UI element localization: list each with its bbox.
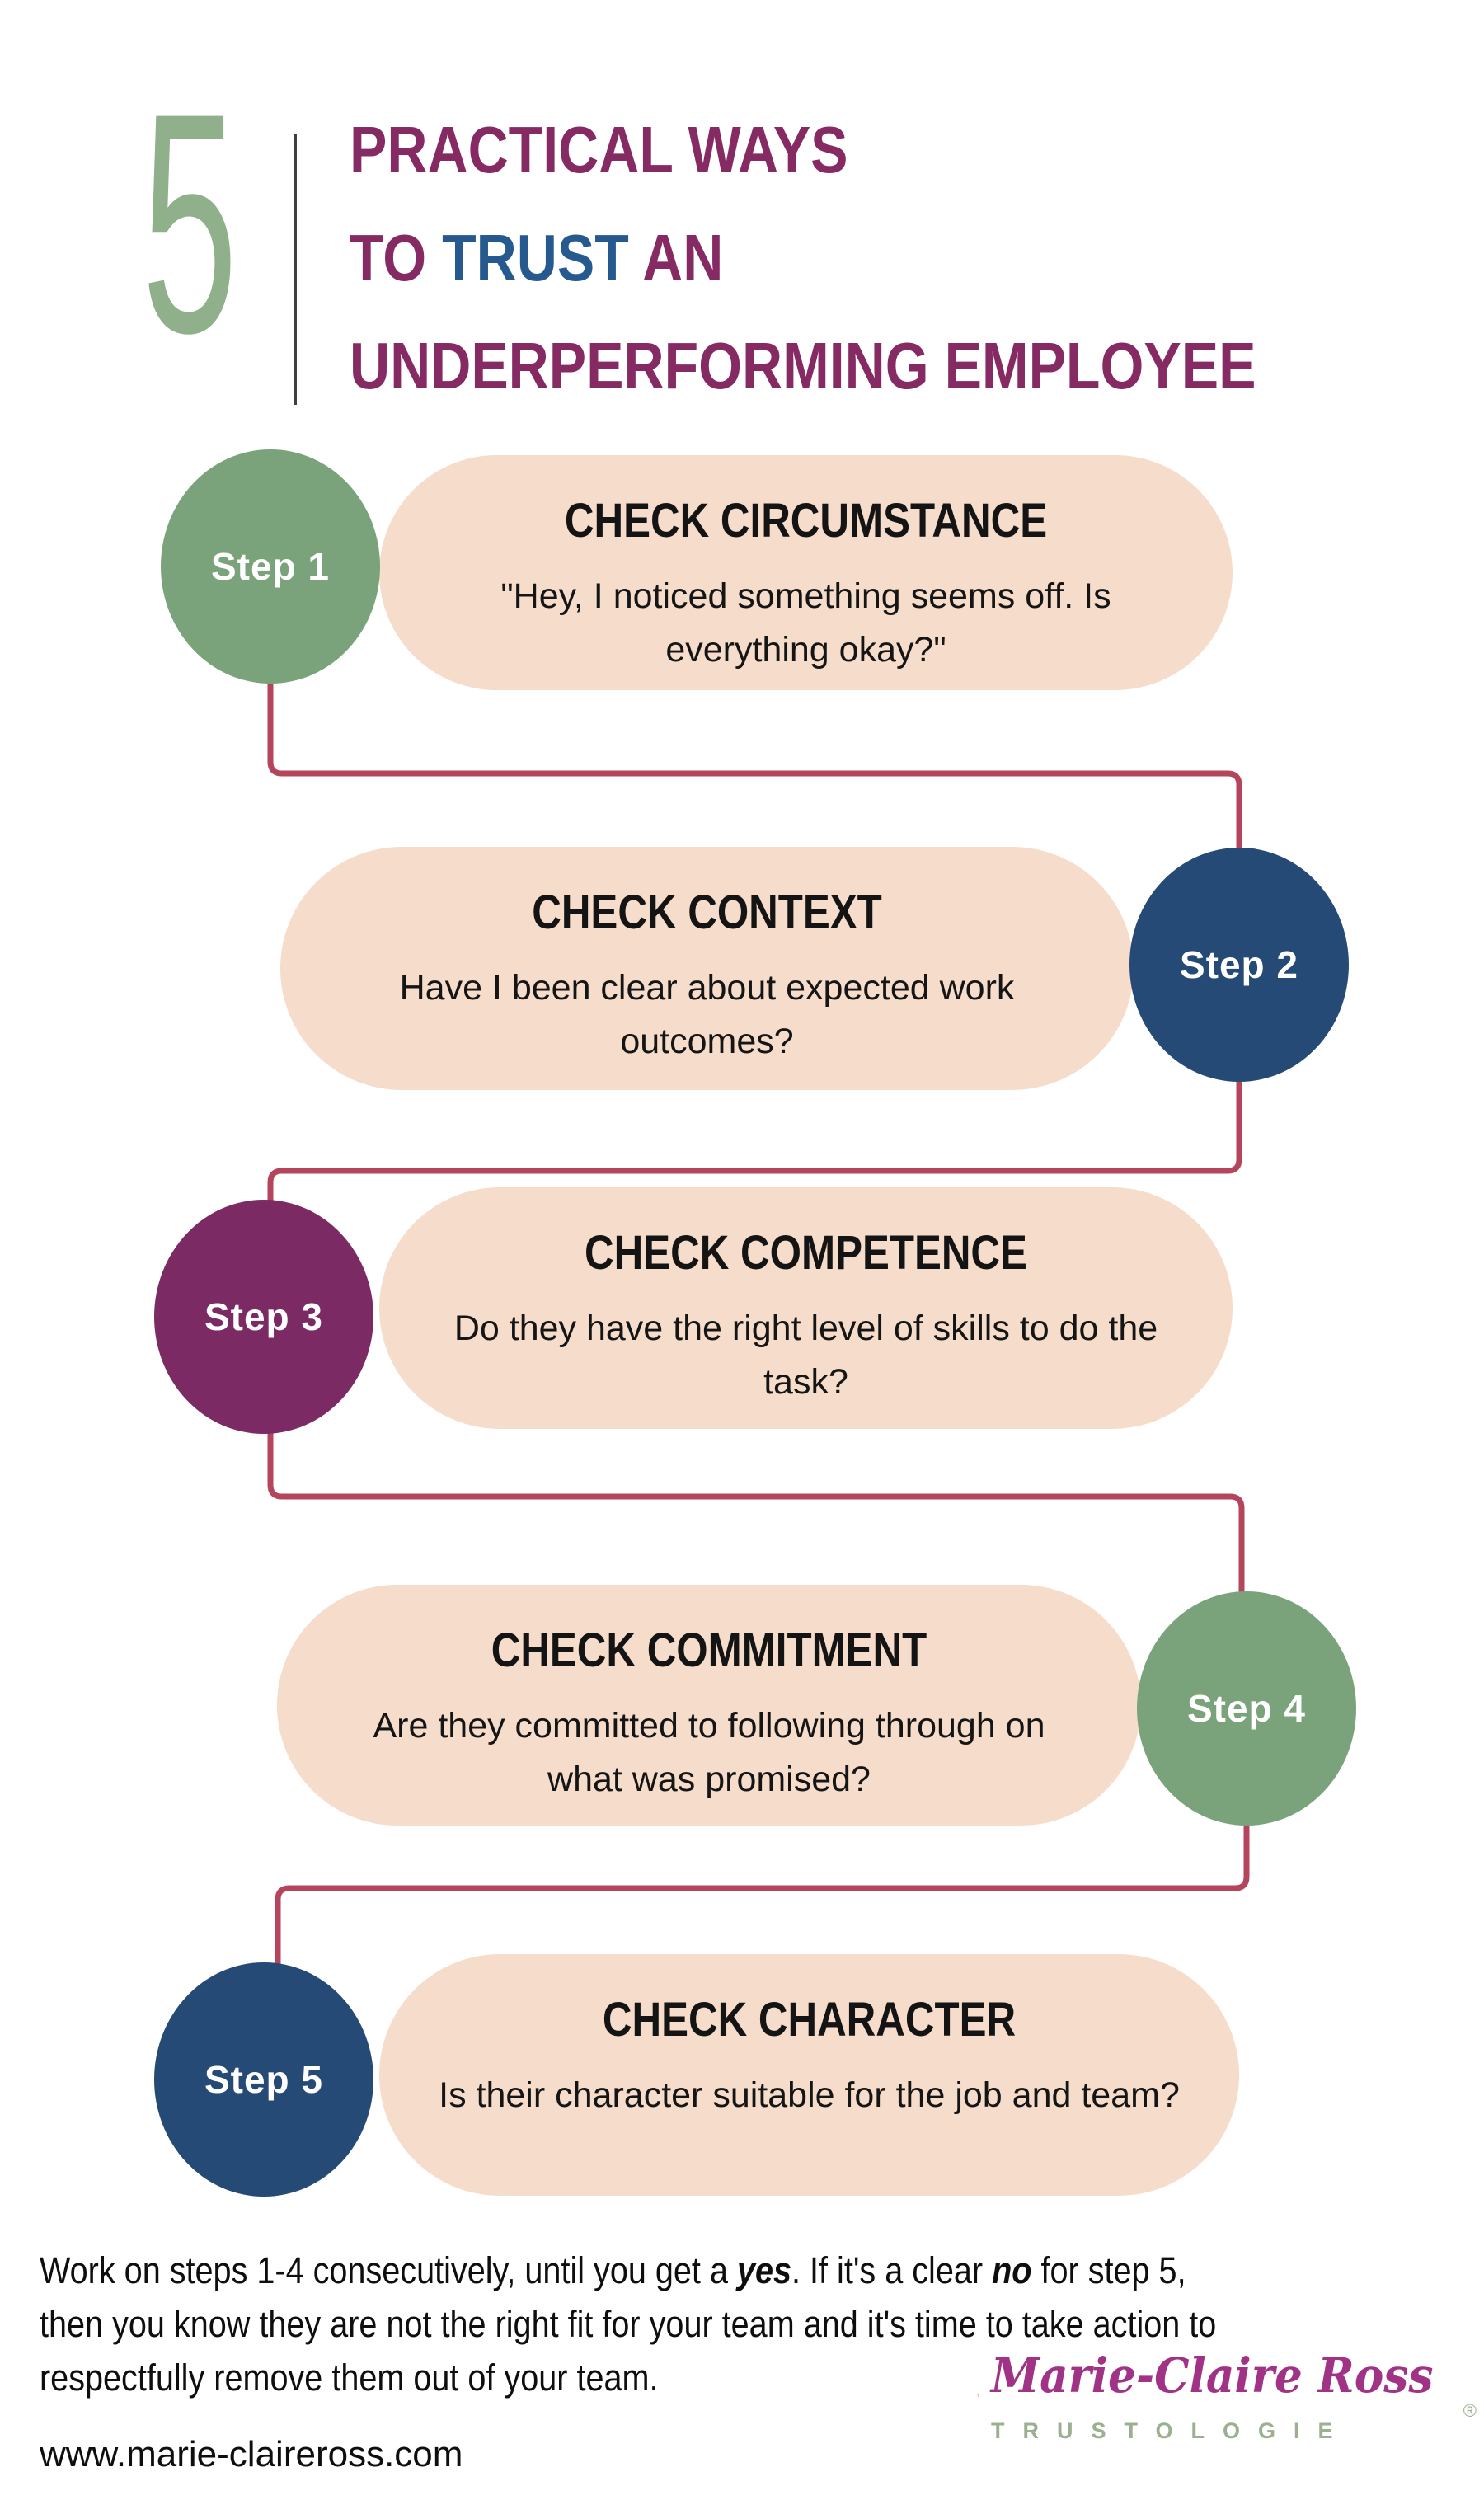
step-4-circle: Step 4 (1137, 1591, 1356, 1826)
brand-tagline: TRUSTOLOGIE (990, 2418, 1351, 2443)
registered-mark: ® (1463, 2399, 1477, 2421)
emphasis-no: no (992, 2249, 1032, 2291)
header-divider-line (294, 134, 297, 405)
step-2-circle: Step 2 (1129, 848, 1349, 1082)
step-5-title: CHECK CHARACTER (602, 1993, 1017, 2047)
connector-step3-step4 (267, 1429, 1245, 1597)
step-2-label: Step 2 (1179, 943, 1299, 986)
step-1-title: CHECK CIRCUMSTANCE (564, 494, 1048, 547)
connector-step4-step5 (275, 1821, 1250, 1968)
big-number-5: 5 (142, 48, 316, 398)
step-5-circle: Step 5 (154, 1962, 373, 2197)
page-title: PRACTICAL WAYS TO TRUST AN UNDERPERFORMI… (350, 96, 1256, 420)
step-1-label: Step 1 (210, 545, 331, 588)
step-3-label: Step 3 (204, 1295, 324, 1338)
logo-text-block: Marie-Claire Ross TRUSTOLOGIE ® (990, 2347, 1477, 2444)
step-1-body: "Hey, I noticed something seems off. Is … (500, 576, 1111, 670)
step-5-body: Is their character suitable for the job … (439, 2075, 1180, 2115)
tree-icon (977, 2394, 979, 2398)
title-word-trust: TRUST (442, 221, 629, 294)
step-4-bubble: CHECK COMMITMENT Are they committed to f… (277, 1585, 1141, 1826)
step-3-title: CHECK COMPETENCE (585, 1226, 1027, 1280)
brand-logo: Marie-Claire Ross TRUSTOLOGIE ® (977, 2309, 1477, 2482)
step-5-label: Step 5 (204, 2058, 324, 2101)
step-4-label: Step 4 (1186, 1687, 1307, 1730)
footer-note: Work on steps 1-4 consecutively, until y… (40, 2249, 1217, 2399)
step-3-circle: Step 3 (154, 1200, 373, 1434)
website-url: www.marie-claireross.com (40, 2434, 463, 2474)
step-5-bubble: CHECK CHARACTER Is their character suita… (379, 1954, 1239, 2196)
step-3-body: Do they have the right level of skills t… (453, 1309, 1158, 1402)
step-1-bubble: CHECK CIRCUMSTANCE "Hey, I noticed somet… (379, 455, 1233, 690)
step-2-title: CHECK CONTEXT (532, 886, 882, 939)
connector-step1-step2 (267, 679, 1242, 854)
step-4-body: Are they committed to following through … (373, 1706, 1045, 1799)
step-3-bubble: CHECK COMPETENCE Do they have the right … (379, 1187, 1233, 1429)
step-2-bubble: CHECK CONTEXT Have I been clear about ex… (280, 847, 1134, 1090)
connector-step2-step3 (267, 1077, 1242, 1206)
page-title-line1: PRACTICAL WAYS (350, 113, 848, 186)
big-number-glyph: 5 (142, 48, 238, 398)
emphasis-yes: yes (736, 2249, 792, 2291)
page-title-line3: UNDERPERFORMING EMPLOYEE (350, 329, 1256, 402)
step-4-title: CHECK COMMITMENT (491, 1624, 928, 1677)
step-2-body: Have I been clear about expected work ou… (399, 968, 1015, 1061)
brand-name: Marie-Claire Ross (990, 2347, 1434, 2404)
page-title-line2: TO TRUST AN (350, 221, 724, 294)
step-1-circle: Step 1 (161, 449, 380, 684)
